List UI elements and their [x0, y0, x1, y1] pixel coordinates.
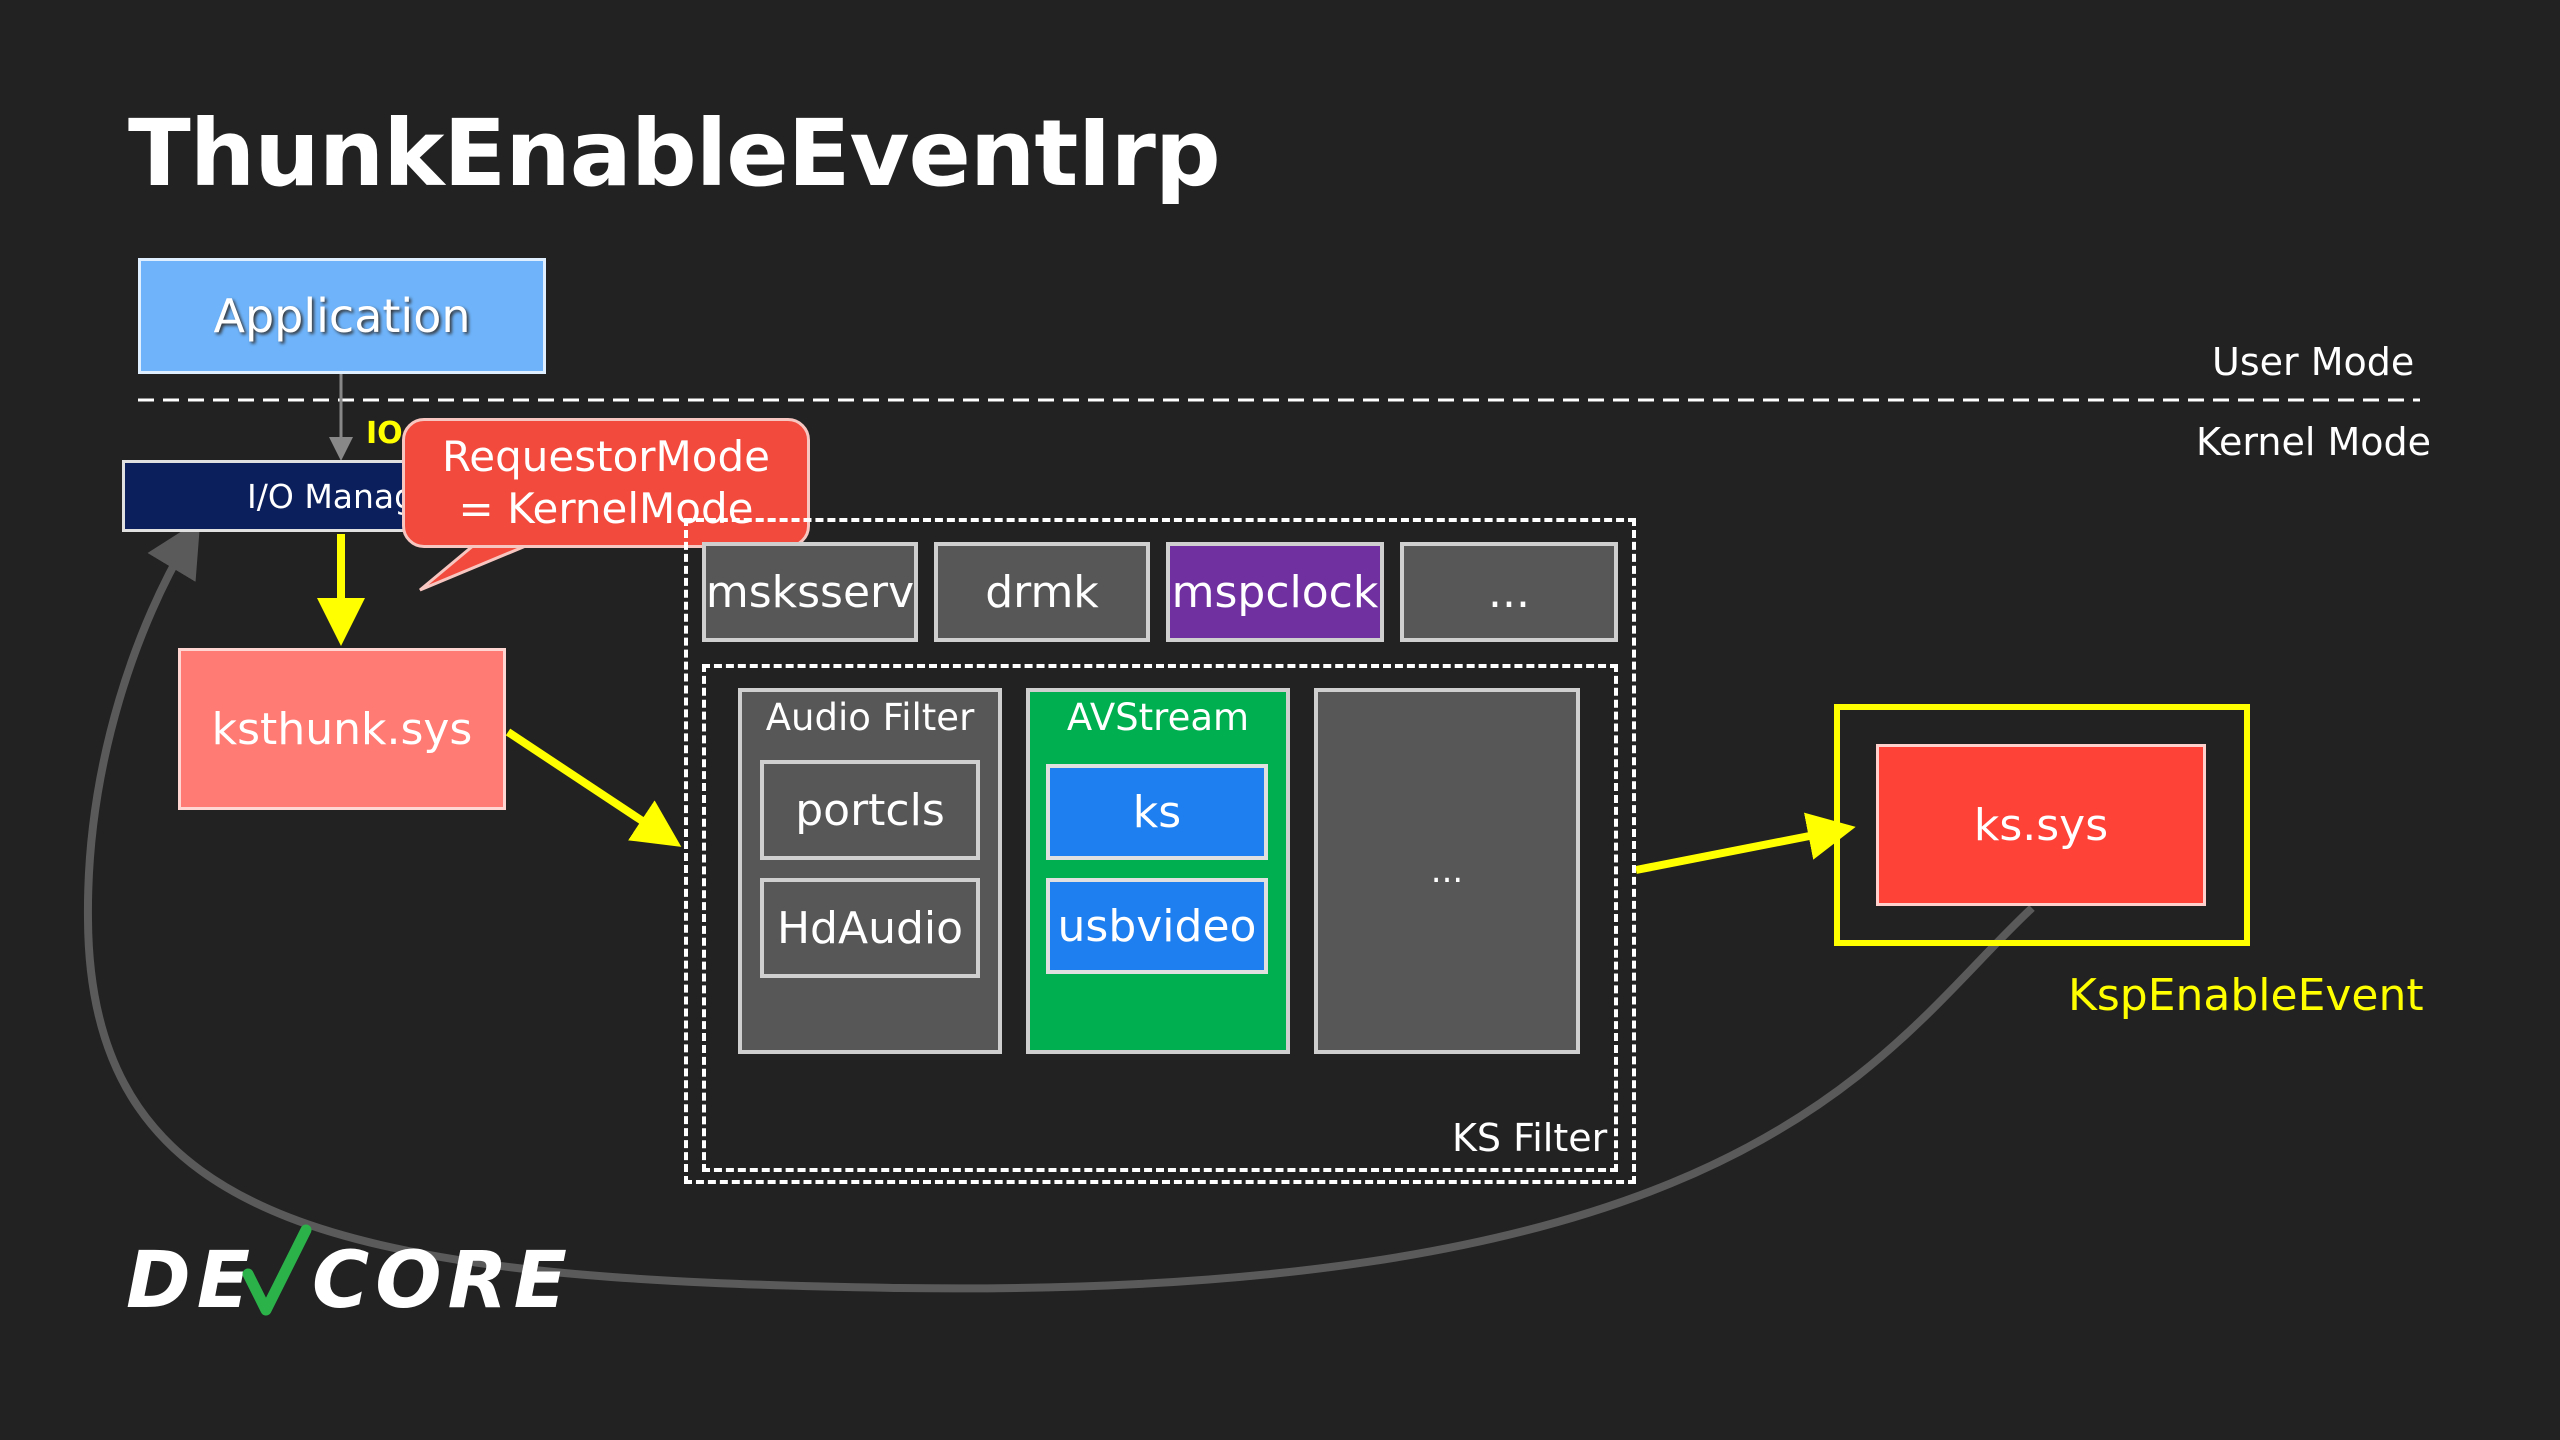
ksfilter-to-kssys-arrow: [1635, 812, 1856, 874]
ks-sys-box: ks.sys: [1876, 744, 2206, 906]
logo-check-icon: [242, 1224, 312, 1316]
mspclock-box: mspclock: [1166, 542, 1384, 642]
other-filter-label: ...: [1430, 851, 1464, 891]
ksthunk-to-ksfilter-arrow: [505, 728, 682, 847]
ks-sys-label: ks.sys: [1973, 799, 2109, 851]
ksp-enable-event-label: KspEnableEvent: [2068, 970, 2424, 1021]
mspclock-label: mspclock: [1171, 566, 1379, 618]
callout-line-2: = KernelMode: [458, 484, 754, 533]
more-drivers-label: ...: [1488, 566, 1530, 618]
io-label: IO: [366, 416, 403, 451]
audio-filter-title: Audio Filter: [765, 696, 975, 739]
drmk-label: drmk: [985, 566, 1099, 618]
user-mode-label: User Mode: [2212, 340, 2415, 384]
application-box: Application: [138, 258, 546, 374]
ksthunk-label: ksthunk.sys: [211, 703, 473, 755]
avstream-box: AVStream ks usbvideo: [1026, 688, 1290, 1054]
msksserv-box: msksserv: [702, 542, 918, 642]
callout-line-1: RequestorMode: [441, 432, 770, 481]
audio-filter-box: Audio Filter portcls HdAudio: [738, 688, 1002, 1054]
hdaudio-box: HdAudio: [760, 878, 980, 978]
avstream-title: AVStream: [1066, 696, 1250, 739]
ks-label: ks: [1132, 786, 1182, 838]
usbvideo-box: usbvideo: [1046, 878, 1268, 974]
hdaudio-label: HdAudio: [776, 902, 964, 954]
portcls-label: portcls: [795, 784, 945, 836]
kernel-mode-label: Kernel Mode: [2196, 420, 2431, 464]
ks-box: ks: [1046, 764, 1268, 860]
other-filter-box: ...: [1314, 688, 1580, 1054]
ks-filter-label: KS Filter: [1452, 1116, 1608, 1160]
return-path-arrow: [83, 519, 2035, 1293]
usbvideo-label: usbvideo: [1057, 900, 1257, 952]
ks-outer-frame: [684, 518, 1636, 1184]
msksserv-label: msksserv: [705, 566, 915, 618]
application-label: Application: [213, 289, 471, 343]
io-manager-label: I/O Manag: [247, 477, 416, 516]
more-drivers-box: ...: [1400, 542, 1618, 642]
portcls-box: portcls: [760, 760, 980, 860]
drmk-box: drmk: [934, 542, 1150, 642]
ks-sys-highlight-frame: [1834, 704, 2250, 946]
requestor-mode-callout: RequestorMode = KernelMode: [402, 418, 810, 548]
ksthunk-box: ksthunk.sys: [178, 648, 506, 810]
ks-filter-frame: [702, 664, 1618, 1172]
page-title: ThunkEnableEventIrp: [128, 100, 1221, 207]
